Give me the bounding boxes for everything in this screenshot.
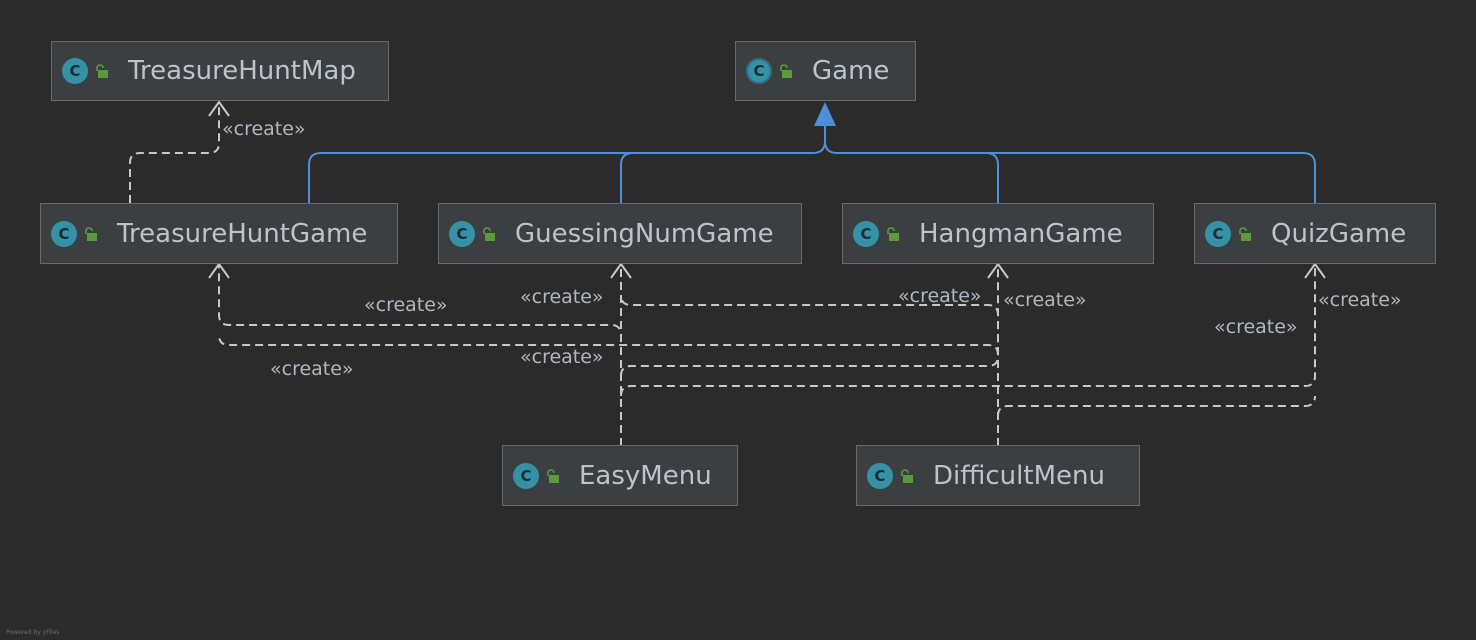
public-visibility-icon [96,64,108,78]
inheritance-edge-quizgame [837,152,1316,203]
edge-label-create: «create» [1214,316,1298,338]
edge-label-create: «create» [520,346,604,368]
class-name: HangmanGame [919,218,1123,249]
edge-label-create: «create» [1003,289,1087,311]
dependency-edge-difficultmenu-quizgame [997,395,1316,417]
inheritance-edge-treasurehuntgame [308,126,826,203]
dependency-edge-difficultmenu-treasurehuntgame [218,334,999,446]
class-name: Game [812,56,890,86]
class-node-hangmangame[interactable]: C HangmanGame [842,203,1154,264]
edge-label-create: «create» [520,286,604,308]
public-visibility-icon [547,468,559,483]
class-node-treasurehuntmap[interactable]: C TreasureHuntMap [51,41,389,101]
edge-label-create: «create» [898,285,982,307]
public-visibility-icon [483,226,495,241]
class-icon: C [867,462,893,489]
class-icon: C [853,220,879,247]
class-name: TreasureHuntMap [128,56,356,86]
public-visibility-icon [901,468,913,483]
class-name: DifficultMenu [933,460,1105,491]
class-icon: C [1205,220,1231,247]
class-node-game[interactable]: C Game [735,41,916,101]
public-visibility-icon [85,226,97,241]
footer-credit: Powered by yFiles [6,629,60,636]
arrowhead-map [208,101,230,117]
arrowhead-quizgame [1304,263,1326,279]
class-node-guessingnumgame[interactable]: C GuessingNumGame [438,203,802,264]
inheritance-arrowhead [814,102,836,126]
class-node-easymenu[interactable]: C EasyMenu [502,445,738,506]
public-visibility-icon [887,226,899,241]
inheritance-edge-guessingnumgame [620,152,813,203]
class-icon: C [62,58,88,84]
class-icon: C [513,462,539,489]
class-icon: C [449,220,475,247]
arrowhead-hangmangame [987,263,1009,279]
dependency-edge-easymenu-treasurehuntgame [218,264,622,446]
edge-label-create: «create» [364,294,448,316]
class-name: QuizGame [1271,218,1407,249]
arrowhead-treasurehuntgame [208,263,230,279]
edge-label-create: «create» [1318,289,1402,311]
public-visibility-icon [1239,226,1251,241]
class-node-difficultmenu[interactable]: C DifficultMenu [856,445,1140,506]
abstract-class-icon: C [746,58,772,84]
class-name: GuessingNumGame [515,218,774,249]
arrowhead-guessingnumgame [610,263,632,279]
dependency-edge-difficultmenu-guessingnumgame [620,294,999,446]
class-node-treasurehuntgame[interactable]: C TreasureHuntGame [40,203,398,264]
dependency-edge-easymenu-hangmangame [620,264,999,377]
inheritance-edge-hangmangame [824,140,999,203]
class-node-quizgame[interactable]: C QuizGame [1194,203,1436,264]
class-name: TreasureHuntGame [117,218,368,249]
class-name: EasyMenu [579,460,712,491]
public-visibility-icon [780,64,792,78]
edge-label-create: «create» [222,118,306,140]
edge-label-create: «create» [270,358,354,380]
dependency-edge-treasurehuntgame-map [129,103,220,203]
class-icon: C [51,220,77,247]
dependency-edge-easymenu-quizgame [620,264,1316,397]
